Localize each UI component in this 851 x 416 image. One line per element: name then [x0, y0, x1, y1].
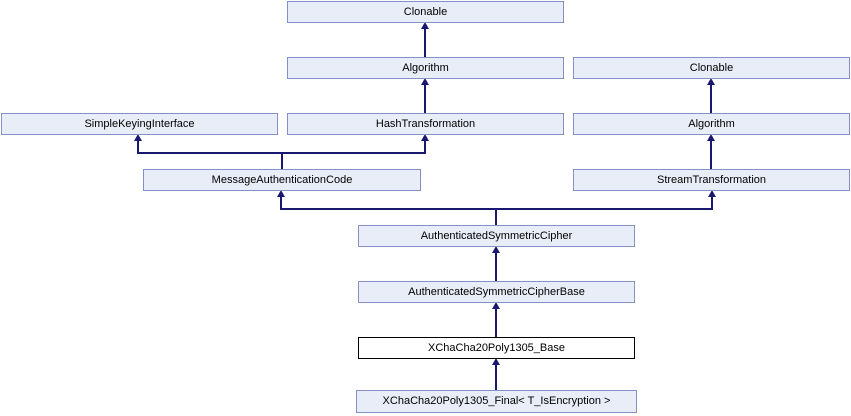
- class-node-clonable-top[interactable]: Clonable: [287, 1, 564, 23]
- class-node-authenticated-symmetric-cipher[interactable]: AuthenticatedSymmetricCipher: [358, 225, 635, 247]
- class-node-stream-transformation[interactable]: StreamTransformation: [573, 169, 850, 191]
- class-node-xchacha20poly1305-base: XChaCha20Poly1305_Base: [358, 337, 635, 359]
- inheritance-edge: [137, 138, 283, 169]
- arrowhead-icon: [421, 22, 429, 29]
- arrowhead-icon: [421, 78, 429, 85]
- class-node-simple-keying-interface[interactable]: SimpleKeyingInterface: [1, 113, 278, 135]
- inheritance-edge: [496, 194, 713, 210]
- arrowhead-icon: [134, 134, 142, 141]
- arrowhead-icon: [492, 246, 500, 253]
- class-node-algorithm-right[interactable]: Algorithm: [573, 113, 850, 135]
- inheritance-edge: [282, 138, 426, 154]
- class-node-hash-transformation[interactable]: HashTransformation: [287, 113, 564, 135]
- class-node-authenticated-symmetric-cipher-base[interactable]: AuthenticatedSymmetricCipherBase: [358, 281, 635, 303]
- arrowhead-icon: [708, 190, 716, 197]
- class-node-message-authentication-code[interactable]: MessageAuthenticationCode: [143, 169, 421, 191]
- class-node-clonable-right[interactable]: Clonable: [573, 57, 850, 79]
- arrowhead-icon: [421, 134, 429, 141]
- arrowhead-icon: [277, 190, 285, 197]
- arrowhead-icon: [707, 134, 715, 141]
- inheritance-edge: [280, 194, 497, 225]
- class-node-xchacha20poly1305-final[interactable]: XChaCha20Poly1305_Final< T_IsEncryption …: [356, 390, 637, 413]
- class-node-algorithm-mid[interactable]: Algorithm: [287, 57, 564, 79]
- arrowhead-icon: [707, 78, 715, 85]
- arrowhead-icon: [492, 302, 500, 309]
- arrowhead-icon: [492, 358, 500, 365]
